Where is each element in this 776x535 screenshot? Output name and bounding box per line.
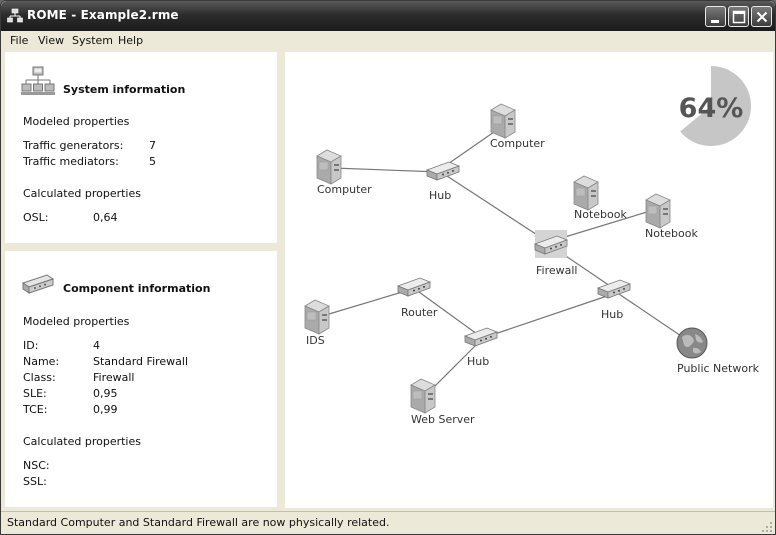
node-label: Notebook bbox=[574, 208, 627, 221]
system-calculated-heading: Calculated properties bbox=[23, 187, 141, 200]
traffic-mediators-label: Traffic mediators: bbox=[23, 155, 119, 168]
network-links bbox=[328, 131, 688, 387]
link-router-hub-bottom bbox=[418, 291, 478, 335]
tce-value: 0,99 bbox=[93, 403, 118, 416]
component-calculated-heading: Calculated properties bbox=[23, 435, 141, 448]
menu-bar: File View System Help bbox=[1, 31, 775, 51]
node-label: Computer bbox=[490, 137, 545, 150]
system-information-panel: System information Modeled properties Tr… bbox=[5, 52, 277, 243]
node-label: Hub bbox=[601, 308, 623, 321]
system-information-title: System information bbox=[63, 83, 186, 96]
menu-file[interactable]: File bbox=[10, 34, 29, 47]
node-label: IDS bbox=[306, 334, 325, 347]
node-router[interactable]: Router bbox=[397, 277, 438, 319]
link-hub-bottom-web-server bbox=[434, 343, 478, 387]
close-button[interactable] bbox=[751, 6, 772, 27]
node-label: Firewall bbox=[536, 264, 577, 277]
ssl-label: SSL: bbox=[23, 475, 47, 488]
node-label: Public Network bbox=[677, 362, 760, 375]
node-public-network[interactable]: Public Network bbox=[676, 327, 760, 375]
node-computer-left[interactable]: Computer bbox=[316, 149, 372, 196]
node-web-server[interactable]: Web Server bbox=[410, 378, 475, 426]
status-message: Standard Computer and Standard Firewall … bbox=[7, 516, 390, 529]
node-notebook-top[interactable]: Notebook bbox=[573, 175, 627, 221]
osl-value: 0,64 bbox=[93, 211, 118, 224]
maximize-icon bbox=[732, 10, 746, 24]
sle-value: 0,95 bbox=[93, 387, 118, 400]
network-diagram: Computer Computer Hub Notebook Notebook bbox=[304, 66, 760, 426]
maximize-button[interactable] bbox=[728, 6, 749, 27]
id-label: ID: bbox=[23, 339, 39, 352]
name-value: Standard Firewall bbox=[93, 355, 189, 368]
app-network-icon bbox=[7, 8, 23, 23]
link-hub-right-public-network bbox=[618, 293, 688, 341]
link-hub-firewall bbox=[446, 175, 549, 243]
component-modeled-heading: Modeled properties bbox=[23, 315, 130, 328]
osl-label: OSL: bbox=[23, 211, 49, 224]
link-hub-computer-top bbox=[444, 131, 495, 167]
link-computer-left-hub bbox=[332, 167, 441, 173]
link-ids-router bbox=[328, 289, 410, 315]
security-gauge: 64% bbox=[679, 66, 751, 146]
status-bar: Standard Computer and Standard Firewall … bbox=[1, 511, 775, 534]
node-label: Web Server bbox=[411, 413, 475, 426]
class-label: Class: bbox=[23, 371, 56, 384]
traffic-mediators-value: 5 bbox=[149, 155, 156, 168]
menu-view[interactable]: View bbox=[38, 34, 65, 47]
minimize-icon bbox=[711, 20, 719, 23]
node-notebook-right[interactable]: Notebook bbox=[645, 193, 698, 240]
menu-help[interactable]: Help bbox=[118, 34, 144, 47]
minimize-button[interactable] bbox=[705, 6, 726, 27]
close-icon bbox=[756, 11, 768, 23]
traffic-generators-label: Traffic generators: bbox=[23, 139, 124, 152]
system-modeled-heading: Modeled properties bbox=[23, 115, 130, 128]
node-label: Hub bbox=[467, 355, 489, 368]
menu-system[interactable]: System bbox=[72, 34, 114, 47]
tce-label: TCE: bbox=[23, 403, 48, 416]
node-hub-top[interactable]: Hub bbox=[426, 161, 460, 202]
class-value: Firewall bbox=[93, 371, 135, 384]
node-label: Hub bbox=[429, 189, 451, 202]
sle-label: SLE: bbox=[23, 387, 47, 400]
node-computer-top[interactable]: Computer bbox=[490, 103, 545, 150]
component-information-panel: Component information Modeled properties… bbox=[5, 251, 277, 507]
window-title: ROME - Example2.rme bbox=[27, 8, 179, 22]
nsc-label: NSC: bbox=[23, 459, 50, 472]
node-ids[interactable]: IDS bbox=[304, 299, 330, 347]
name-label: Name: bbox=[23, 355, 60, 368]
node-label: Notebook bbox=[645, 227, 698, 240]
node-firewall[interactable]: Firewall bbox=[534, 230, 577, 277]
system-network-icon bbox=[21, 66, 55, 95]
link-firewall-notebook bbox=[554, 211, 648, 241]
node-label: Router bbox=[401, 306, 438, 319]
network-canvas[interactable]: Computer Computer Hub Notebook Notebook bbox=[285, 52, 773, 508]
node-hub-bottom[interactable]: Hub bbox=[464, 327, 498, 368]
gauge-percentage: 64% bbox=[679, 93, 744, 124]
id-value: 4 bbox=[93, 339, 100, 352]
gauge-arc bbox=[680, 66, 751, 146]
node-hub-right[interactable]: Hub bbox=[597, 279, 631, 321]
resize-grip-icon[interactable] bbox=[761, 521, 773, 533]
title-bar[interactable]: ROME - Example2.rme bbox=[1, 1, 775, 31]
component-hub-icon bbox=[21, 274, 55, 294]
component-information-title: Component information bbox=[63, 282, 211, 295]
link-hub-right-hub-bottom bbox=[482, 295, 608, 339]
node-label: Computer bbox=[317, 183, 372, 196]
traffic-generators-value: 7 bbox=[149, 139, 156, 152]
